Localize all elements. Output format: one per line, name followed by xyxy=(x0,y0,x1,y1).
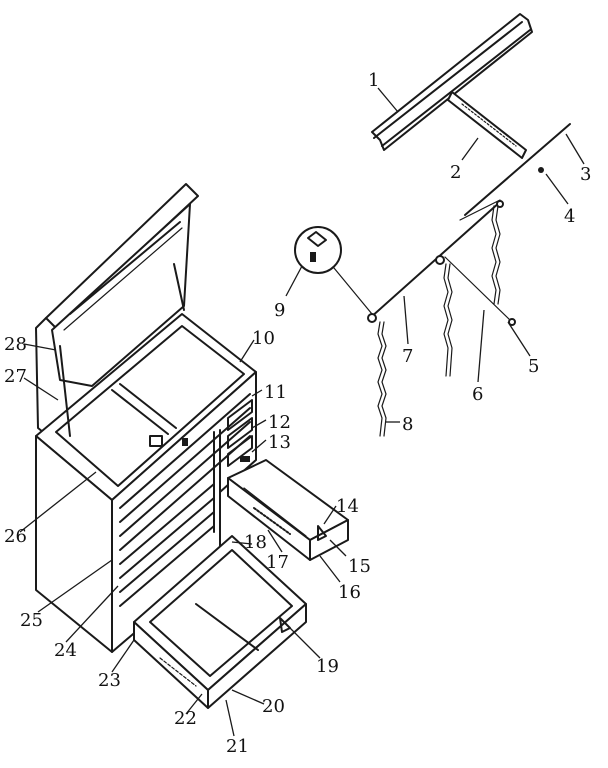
callout-24: 24 xyxy=(54,640,77,661)
callout-27: 27 xyxy=(4,366,27,387)
callout-21: 21 xyxy=(226,736,249,757)
callout-20: 20 xyxy=(262,696,285,717)
callout-12: 12 xyxy=(268,412,291,433)
callout-6: 6 xyxy=(472,384,483,405)
tool-chest-body xyxy=(35,183,257,653)
callout-11: 11 xyxy=(264,382,287,403)
callout-17: 17 xyxy=(266,552,289,573)
callout-3: 3 xyxy=(580,164,591,185)
callout-28: 28 xyxy=(4,334,27,355)
callout-4: 4 xyxy=(564,206,575,227)
part-rod xyxy=(464,123,571,216)
callout-16: 16 xyxy=(338,582,361,603)
callout-25: 25 xyxy=(20,610,43,631)
part-chain-rod-assembly xyxy=(367,199,516,437)
callout-23: 23 xyxy=(98,670,121,691)
callout-2: 2 xyxy=(450,162,461,183)
callout-18: 18 xyxy=(244,532,267,553)
callout-7: 7 xyxy=(402,346,413,367)
callout-26: 26 xyxy=(4,526,27,547)
callout-labels: 1 2 3 4 5 6 7 8 9 10 11 12 13 14 15 16 1… xyxy=(4,70,591,757)
callout-9: 9 xyxy=(274,300,285,321)
leader-lines xyxy=(19,87,585,737)
large-drawer xyxy=(133,535,307,709)
callout-10: 10 xyxy=(252,328,275,349)
callout-22: 22 xyxy=(174,708,197,729)
callout-1: 1 xyxy=(368,70,379,91)
callout-13: 13 xyxy=(268,432,291,453)
callout-19: 19 xyxy=(316,656,339,677)
small-drawer xyxy=(227,459,349,561)
part-top-rail xyxy=(371,13,533,151)
part-detail-callout-circle xyxy=(294,226,373,315)
callout-5: 5 xyxy=(528,356,539,377)
callout-15: 15 xyxy=(348,556,371,577)
callout-8: 8 xyxy=(402,414,413,435)
part-fastener xyxy=(538,167,544,173)
callout-14: 14 xyxy=(336,496,359,517)
part-slide-bracket xyxy=(447,91,527,159)
